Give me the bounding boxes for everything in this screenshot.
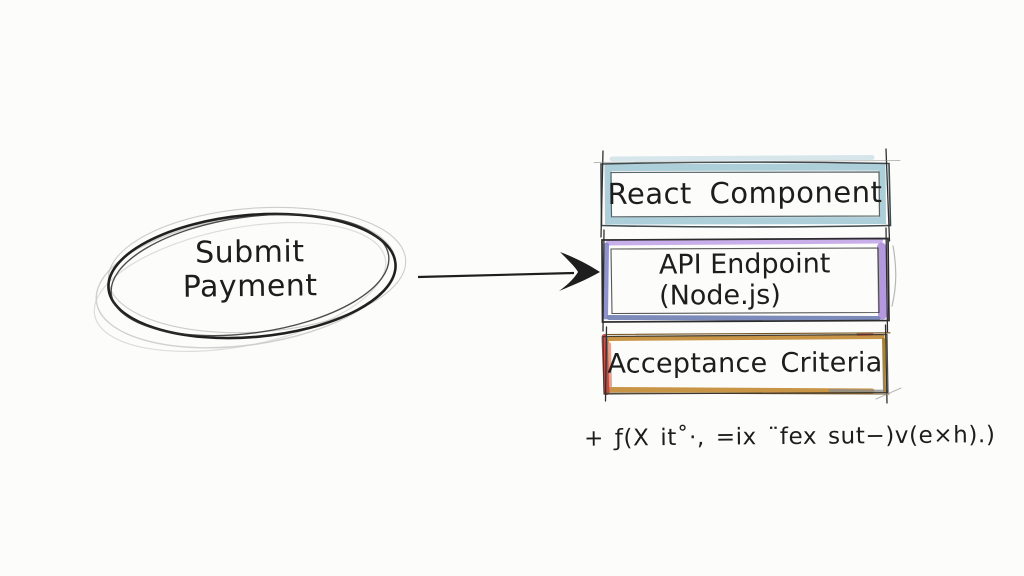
api-frame-bottom-accent [606,315,881,321]
criteria-frame-red-light [608,342,612,388]
ellipse-ghost-stroke [93,221,387,353]
criteria-box-label: Acceptance Criteria [600,332,890,394]
react-box-frame [593,148,901,242]
criteria-frame-overshoot [875,387,902,400]
arrow-shaft [417,271,575,279]
criteria-box-frame [601,324,902,404]
flow-arrow [417,252,600,291]
react-box-label: React Component [600,160,890,226]
math-annotation: + ƒ(X it˚·, =ix ¨fex sut−)v(e×h).) [583,422,996,452]
start-node-label: Submit Payment [105,234,396,305]
api-box-frame [601,227,897,333]
api-frame-overshoot [885,227,889,333]
criteria-frame-right-gold [882,337,886,393]
react-frame-overshoot [600,150,604,238]
criteria-frame-top-dark [605,332,891,336]
api-frame-outline [601,237,890,323]
api-box-label: API Endpoint (Node.js) [600,239,890,321]
react-frame-overshoot [593,160,901,163]
criteria-frame-bottom-accent [604,387,875,394]
api-frame-overshoot [891,245,897,307]
api-box-line1: API Endpoint [659,248,831,281]
start-node-line2: Payment [182,268,318,305]
ellipse-main-stroke [107,212,397,340]
criteria-frame-top-accent [606,334,885,341]
react-box-text: React Component [607,175,883,211]
api-frame-left-accent [603,242,609,320]
react-frame-overshoot [885,148,891,242]
react-frame-accent [604,163,887,225]
react-frame-inner-outline [610,171,881,218]
api-frame-overshoot [602,229,605,332]
react-frame-outline [600,161,892,228]
start-node-line1: Submit [194,234,305,271]
criteria-frame-overshoot [884,324,888,404]
criteria-frame-outline [602,333,889,395]
ellipse-inner-stroke [110,213,390,337]
criteria-box-text: Acceptance Criteria [607,346,883,380]
api-box-text: API Endpoint (Node.js) [659,248,831,311]
start-node-ellipse [93,206,407,353]
api-box-line2: (Node.js) [659,279,782,312]
criteria-frame-bottom-gray-tail [828,389,889,393]
criteria-frame-overshoot [604,326,608,402]
api-frame-top-accent [606,237,883,246]
react-frame-smudge [609,155,875,162]
api-frame-inner-outline [610,247,880,315]
api-frame-right-accent [877,242,887,320]
arrow-head-icon [559,252,600,291]
